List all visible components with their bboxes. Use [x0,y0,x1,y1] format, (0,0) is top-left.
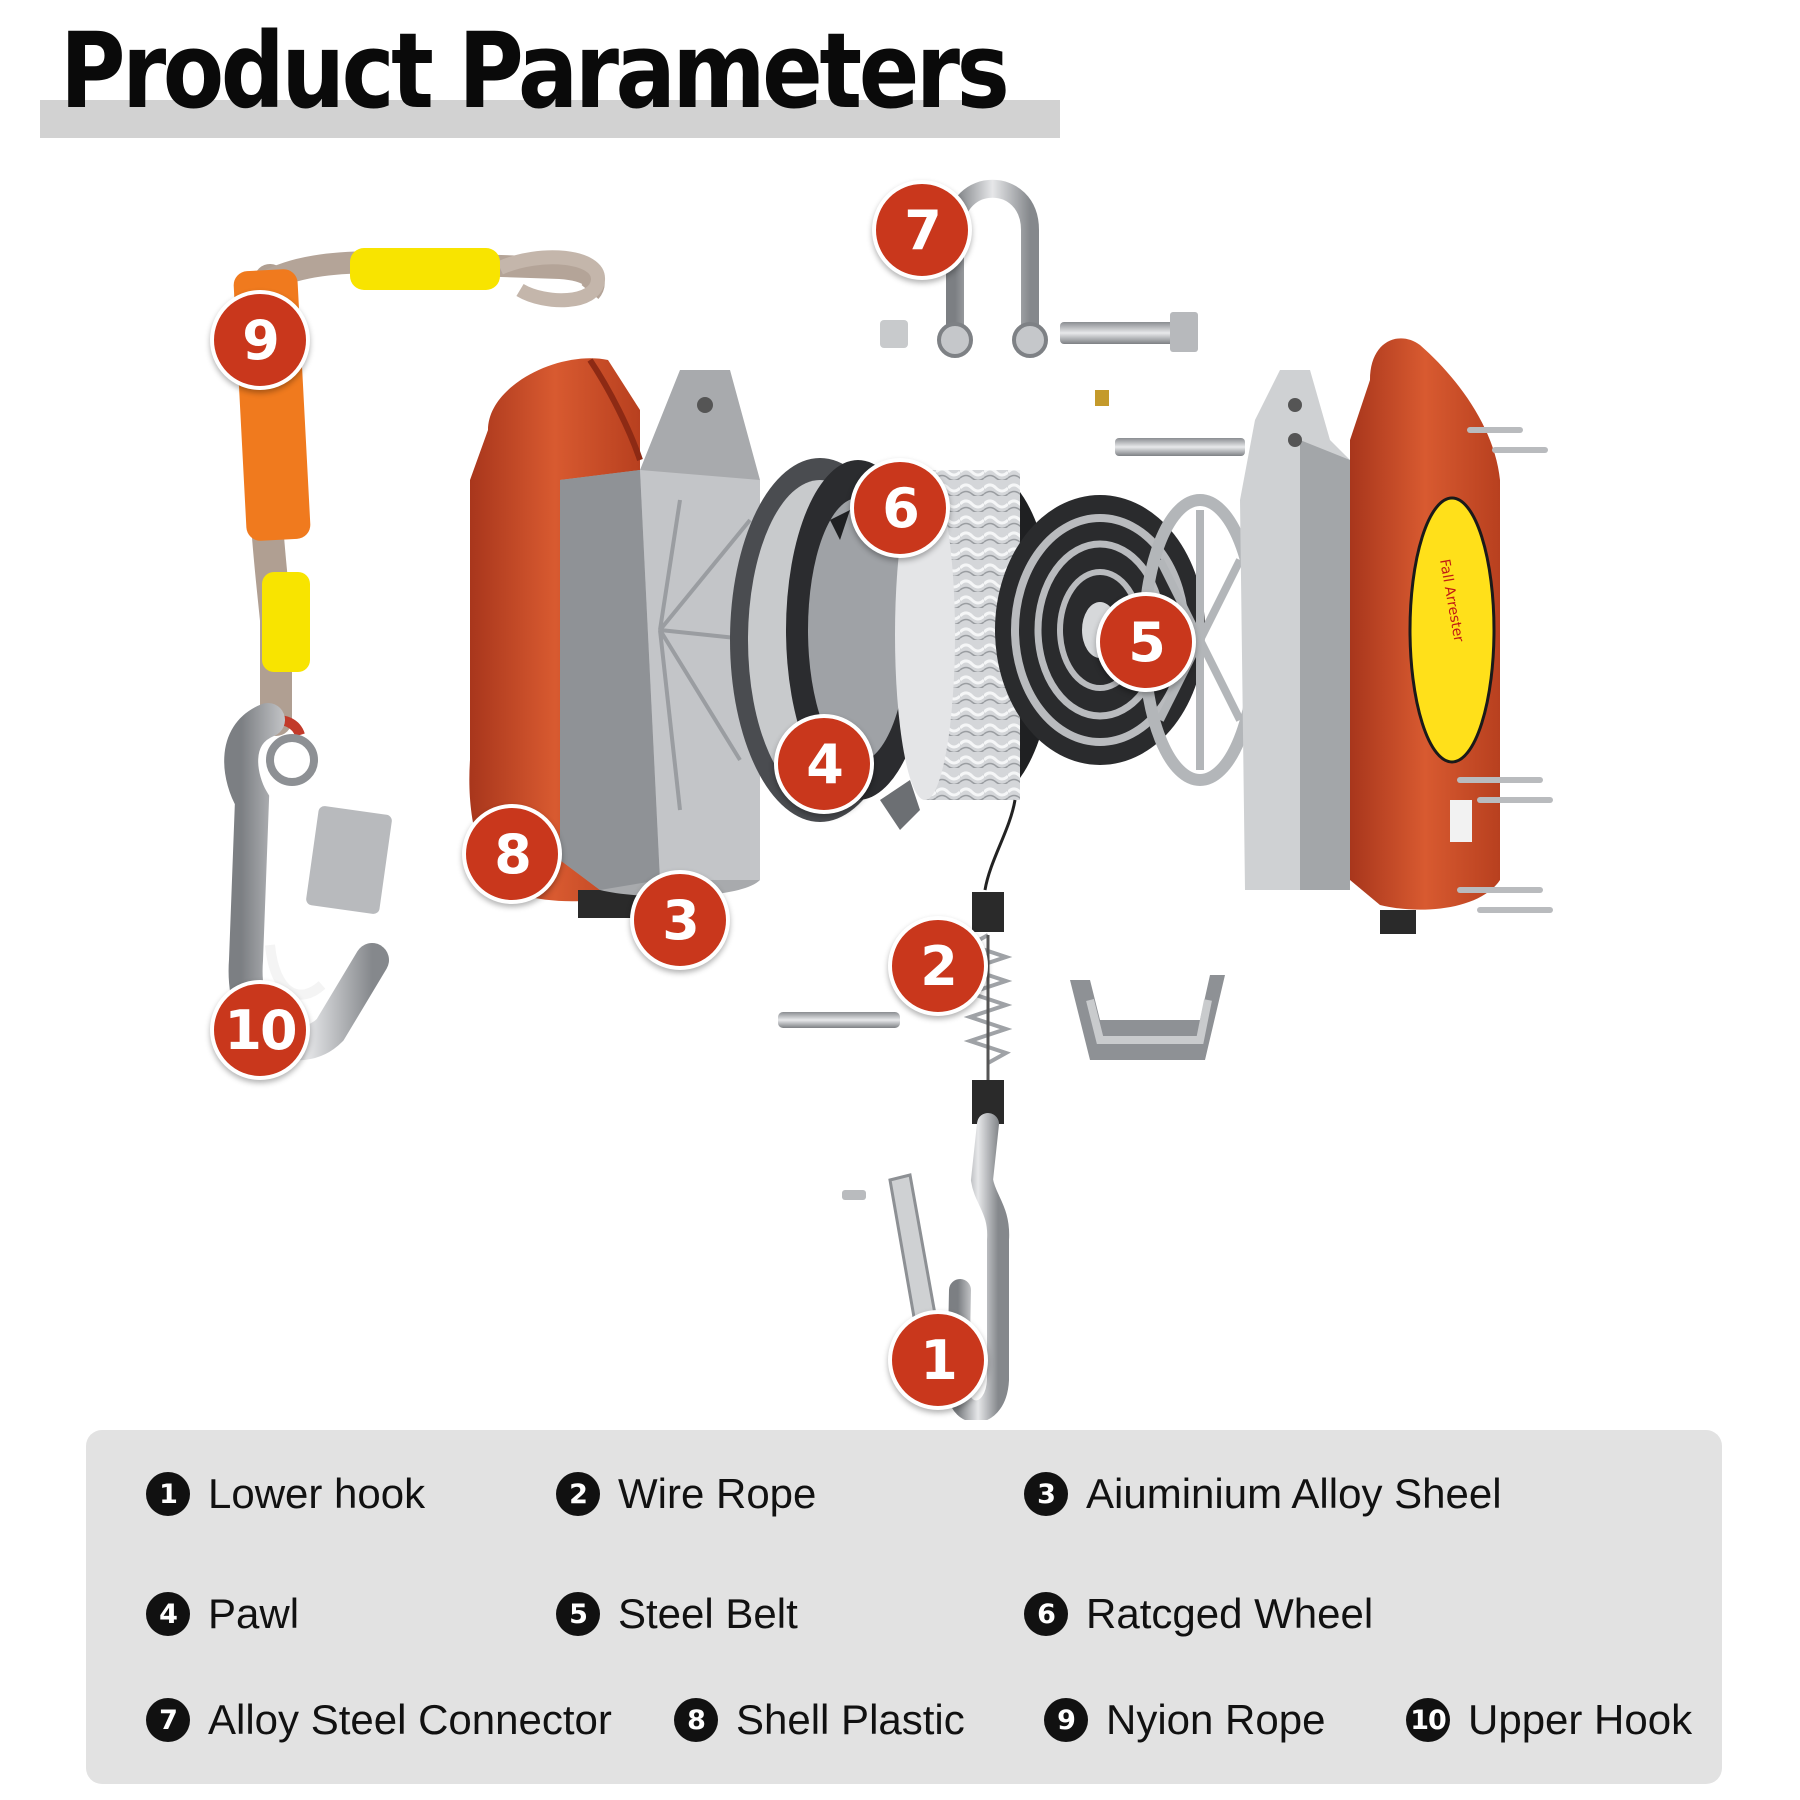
legend-number-badge: 4 [146,1592,190,1636]
legend-item: 1 Lower hook [146,1470,425,1518]
callout-10: 10 [210,980,310,1080]
legend-item: 6 Ratcged Wheel [1024,1590,1373,1638]
callout-1: 1 [888,1310,988,1410]
housing-right: Fall Arrester [1350,338,1500,934]
legend-number-badge: 10 [1406,1698,1450,1742]
legend-item: 5 Steel Belt [556,1590,798,1638]
legend-item: 7 Alloy Steel Connector [146,1696,612,1744]
callout-9: 9 [210,290,310,390]
legend-label: Steel Belt [618,1590,798,1637]
loose-pin [778,1012,900,1028]
callout-4: 4 [774,714,874,814]
aluminium-alloy-shell [560,370,760,897]
legend-number-badge: 1 [146,1472,190,1516]
legend-label: Ratcged Wheel [1086,1590,1374,1637]
callout-5: 5 [1096,592,1196,692]
legend-item: 2 Wire Rope [556,1470,816,1518]
legend-label: Lower hook [208,1470,426,1517]
right-aluminium-plate [1240,370,1350,890]
legend-item: 3 Aiuminium Alloy Sheel [1024,1470,1502,1518]
housing-bolts [1457,427,1553,913]
legend-label: Upper Hook [1468,1696,1693,1743]
mounting-bracket [1070,975,1225,1060]
pawl [880,780,920,830]
legend-label: Nyion Rope [1106,1696,1326,1743]
legend-number-badge: 7 [146,1698,190,1742]
ratchet-wheel [730,458,930,822]
title-underline-bar [40,100,1060,138]
callout-3: 3 [630,870,730,970]
callout-8: 8 [462,804,562,904]
legend-label: Shell Plastic [736,1696,965,1743]
legend-label: Alloy Steel Connector [208,1696,612,1743]
legend-label: Pawl [208,1590,300,1637]
legend-label: Aiuminium Alloy Sheel [1086,1470,1502,1517]
page-title: Product Parameters [60,10,1010,132]
legend-number-badge: 2 [556,1472,600,1516]
legend-number-badge: 6 [1024,1592,1068,1636]
legend-item: 8 Shell Plastic [674,1696,965,1744]
callout-6: 6 [850,458,950,558]
legend-number-badge: 5 [556,1592,600,1636]
legend-number-badge: 3 [1024,1472,1068,1516]
legend-item: 9 Nyion Rope [1044,1696,1325,1744]
callout-2: 2 [888,916,988,1016]
callout-7: 7 [872,180,972,280]
legend-number-badge: 8 [674,1698,718,1742]
exploded-diagram: Fall Arrester [224,179,1553,1420]
wire-rope-assembly [963,799,1017,1124]
legend-item: 10 Upper Hook [1406,1696,1692,1744]
legend-label: Wire Rope [618,1470,817,1517]
legend-number-badge: 9 [1044,1698,1088,1742]
parts-legend: 1 Lower hook 2 Wire Rope 3 Aiuminium All… [86,1430,1722,1784]
legend-item: 4 Pawl [146,1590,299,1638]
